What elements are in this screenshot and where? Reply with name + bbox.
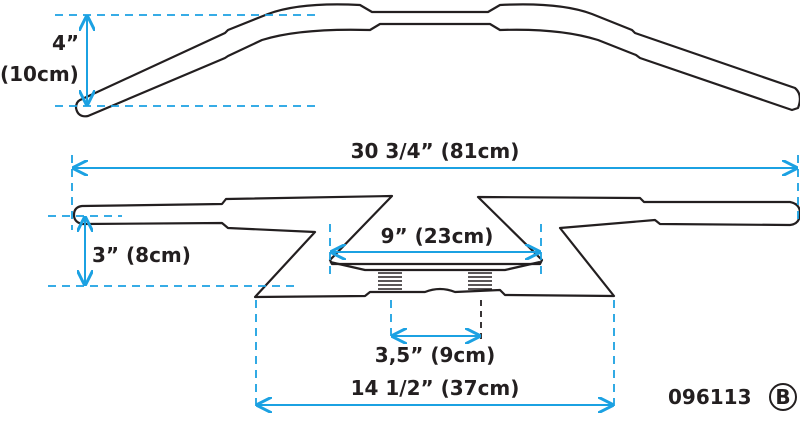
crossbar-inner-edge <box>329 260 541 272</box>
clamp-spacing-dimension <box>390 300 482 342</box>
center-width-dimension <box>329 224 542 276</box>
base-width-label: 14 1/2” (37cm) <box>351 376 520 400</box>
clamp-spacing-label: 3,5” (9cm) <box>375 343 495 367</box>
handlebar-top-view <box>72 194 800 299</box>
variant-badge: B <box>775 385 790 409</box>
riser-clamp-left <box>378 272 402 290</box>
riser-clamp-right <box>468 272 492 290</box>
rise-dimension <box>55 14 320 107</box>
rise-inch-label: 4” <box>52 31 79 55</box>
overall-width-dimension <box>71 155 799 230</box>
rise-cm-label: (10cm) <box>0 62 79 86</box>
handlebar-side-view <box>74 3 800 118</box>
variant-badge-circle <box>769 383 797 411</box>
pullback-dimension <box>48 215 298 287</box>
center-width-label: 9” (23cm) <box>381 224 494 248</box>
pullback-label: 3” (8cm) <box>92 243 191 267</box>
base-width-dimension <box>255 300 615 412</box>
overall-width-label: 30 3/4” (81cm) <box>351 139 520 163</box>
part-number: 096113 <box>668 385 752 409</box>
